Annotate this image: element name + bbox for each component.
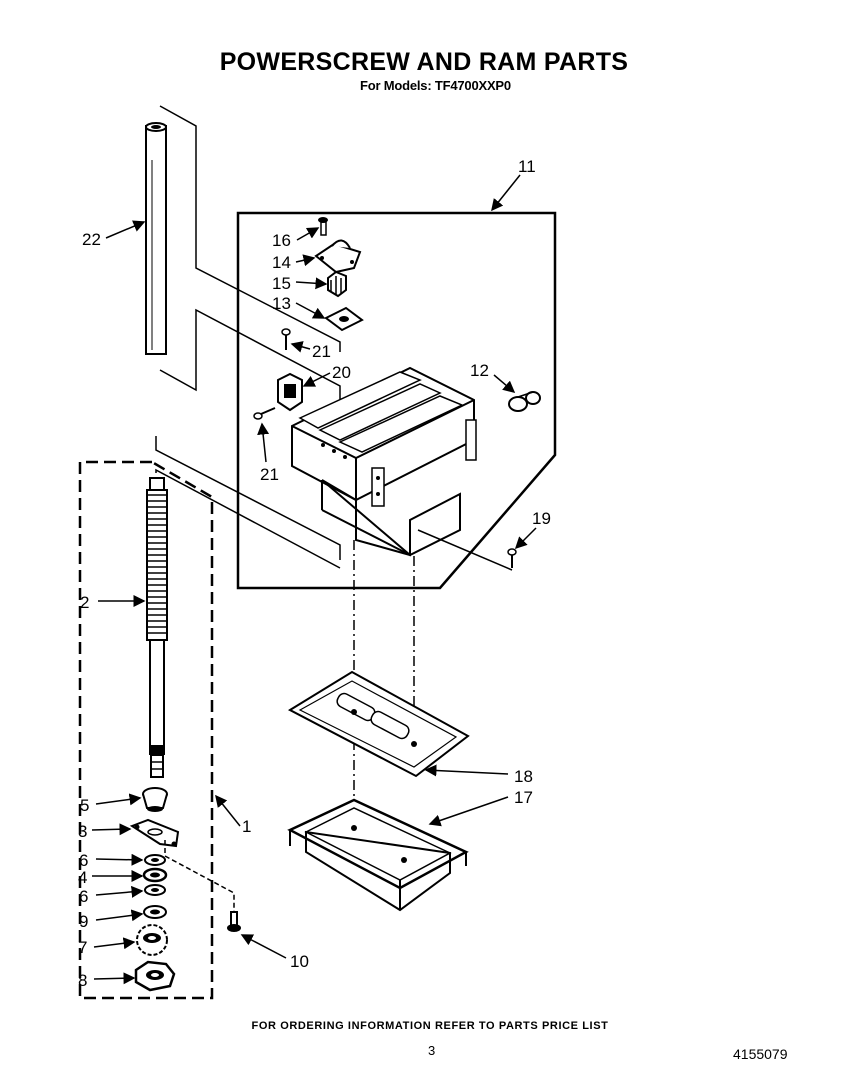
callout-12: 12 xyxy=(470,361,489,380)
callout-21b: 21 xyxy=(260,465,279,484)
ordering-note: FOR ORDERING INFORMATION REFER TO PARTS … xyxy=(251,1020,609,1032)
callout-5: 5 xyxy=(80,796,89,815)
ram-housing xyxy=(291,366,477,557)
model-subtitle: For Models: TF4700XXP0 xyxy=(360,78,511,93)
part-20-clip xyxy=(277,372,303,412)
part-16-screw xyxy=(318,217,328,236)
callout-22: 22 xyxy=(82,230,101,249)
part-2-powerscrew xyxy=(146,477,168,778)
part-21-screw-lower xyxy=(253,407,276,420)
document-number: 4155079 xyxy=(733,1046,788,1062)
callout-2: 2 xyxy=(80,593,89,612)
assembly-1-boundary xyxy=(78,460,214,1000)
assembly-11-boundary xyxy=(236,211,557,590)
callout-1: 1 xyxy=(242,817,251,836)
callout-15: 15 xyxy=(272,274,291,293)
page-title: POWERSCREW AND RAM PARTS xyxy=(219,48,629,76)
part-19-guide xyxy=(417,529,513,571)
callout-19: 19 xyxy=(532,509,551,528)
part-22-tube xyxy=(145,122,167,355)
part-12-knob xyxy=(508,391,541,412)
callout-3: 3 xyxy=(78,822,87,841)
part-21-screw-upper xyxy=(281,328,291,350)
callout-7: 7 xyxy=(78,938,87,957)
callout-13: 13 xyxy=(272,294,291,313)
part-19-screw xyxy=(507,548,517,568)
callout-6a: 6 xyxy=(79,851,88,870)
part-6-washer-lower xyxy=(144,884,166,896)
callout-11: 11 xyxy=(518,157,536,176)
screw-guide-lines-b xyxy=(155,468,341,569)
callout-6b: 6 xyxy=(79,887,88,906)
callout-8: 8 xyxy=(78,971,87,990)
callout-20: 20 xyxy=(332,363,351,382)
part-4-bearing xyxy=(142,867,168,883)
part-18-gasket xyxy=(287,670,470,778)
callout-16: 16 xyxy=(272,231,291,250)
leader-lines xyxy=(91,174,537,985)
part-7-sprocket xyxy=(136,924,168,956)
part-10-guide xyxy=(164,840,235,912)
callout-10: 10 xyxy=(290,952,309,971)
callout-18: 18 xyxy=(514,767,533,786)
part-13-plate xyxy=(324,306,364,332)
part-5-bearing xyxy=(142,787,168,812)
part-10-screw xyxy=(227,911,241,932)
part-6-washer-upper xyxy=(144,854,166,866)
part-3-plate xyxy=(129,818,180,848)
callout-14: 14 xyxy=(272,253,291,272)
callout-9: 9 xyxy=(79,912,88,931)
callout-21a: 21 xyxy=(312,342,331,361)
part-14-bracket xyxy=(314,239,362,274)
screw-guide-lines xyxy=(155,436,341,560)
part-9-washer xyxy=(143,905,167,919)
part-8-nut xyxy=(134,960,176,992)
part-15-nut xyxy=(327,270,347,298)
callout-4: 4 xyxy=(78,868,87,887)
page-number: 3 xyxy=(428,1043,436,1058)
callout-17: 17 xyxy=(514,788,533,807)
part-17-pan xyxy=(287,798,469,912)
tube-guide-lines xyxy=(159,105,341,352)
